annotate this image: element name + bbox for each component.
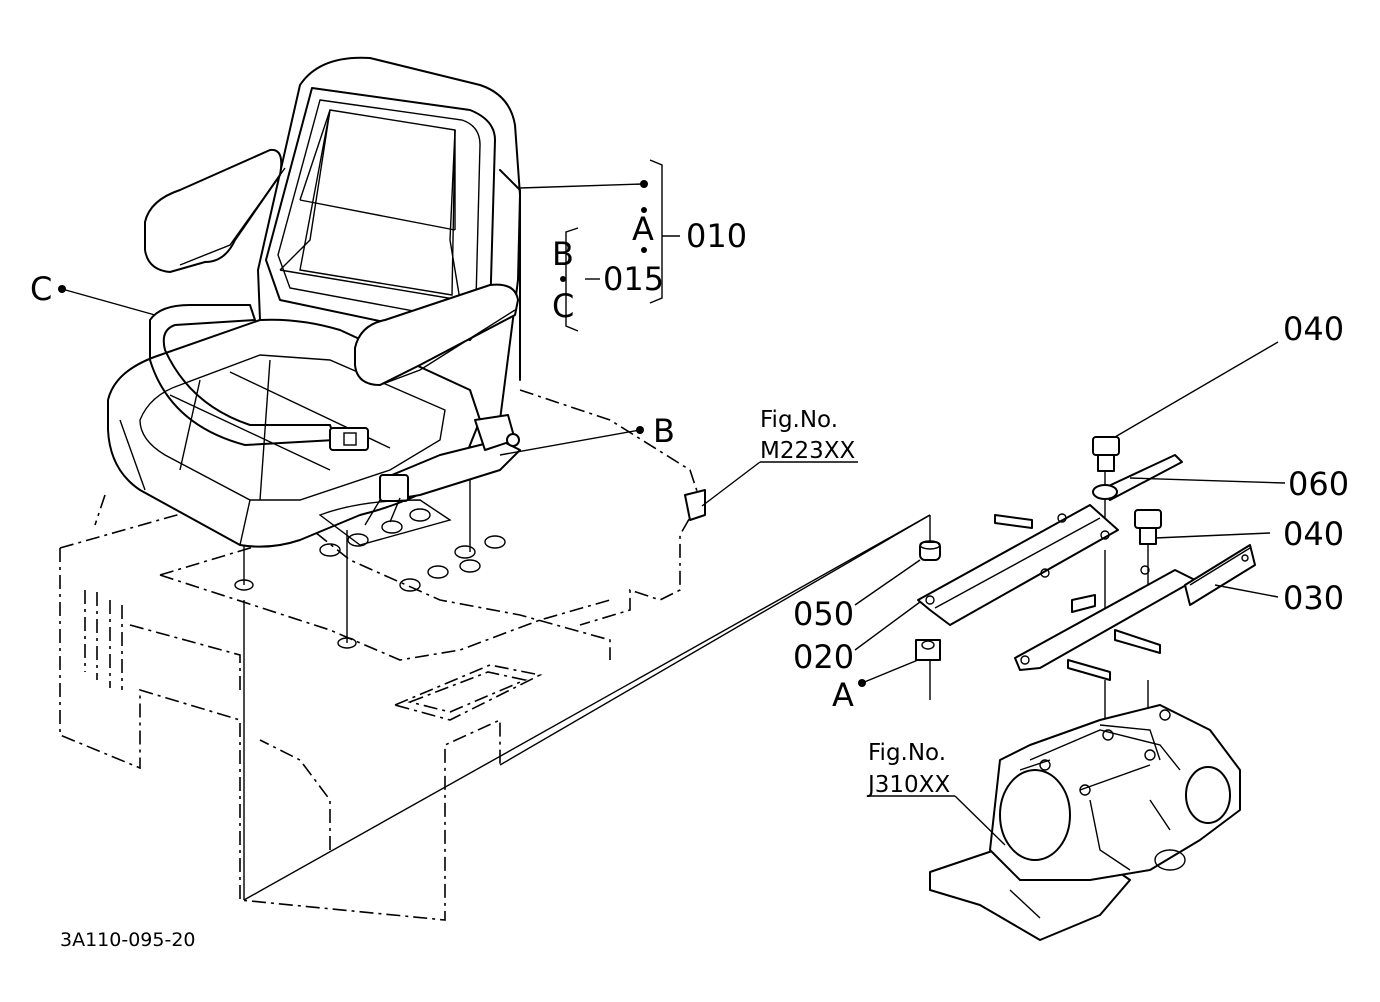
label-part-050: 050 bbox=[793, 595, 854, 633]
label-ref-c-left: C bbox=[30, 270, 52, 308]
label-part-010: 010 bbox=[686, 217, 747, 255]
label-part-015: 015 bbox=[603, 260, 664, 298]
transmission-frame bbox=[929, 704, 1241, 941]
fig-ref-m223-title: Fig.No. bbox=[760, 407, 838, 433]
label-part-040-top: 040 bbox=[1283, 310, 1344, 348]
label-part-020: 020 bbox=[793, 638, 854, 676]
label-ref-a-bottom: A bbox=[832, 676, 854, 714]
floor-mount-holes bbox=[234, 508, 506, 649]
label-part-030: 030 bbox=[1283, 579, 1344, 617]
label-ref-b-belt: B bbox=[653, 412, 675, 450]
fig-ref-j310-title: Fig.No. bbox=[868, 740, 946, 766]
fig-ref-m223-code: M223XX bbox=[760, 438, 856, 464]
label-part-040-mid: 040 bbox=[1283, 515, 1344, 553]
fender-right-rail bbox=[684, 489, 706, 521]
label-ref-a-bracket: A bbox=[632, 210, 654, 248]
operator-seat bbox=[107, 56, 521, 548]
label-ref-c-bracket: C bbox=[552, 287, 574, 325]
drawing-code: 3A110-095-20 bbox=[60, 929, 196, 951]
fender-body-outline bbox=[59, 389, 701, 921]
label-ref-b-bracket: B bbox=[552, 235, 574, 273]
label-part-060: 060 bbox=[1288, 465, 1349, 503]
fig-ref-j310-code: J310XX bbox=[866, 772, 950, 798]
seat-mount-brackets bbox=[915, 436, 1256, 681]
leader-lines bbox=[58, 159, 1286, 846]
